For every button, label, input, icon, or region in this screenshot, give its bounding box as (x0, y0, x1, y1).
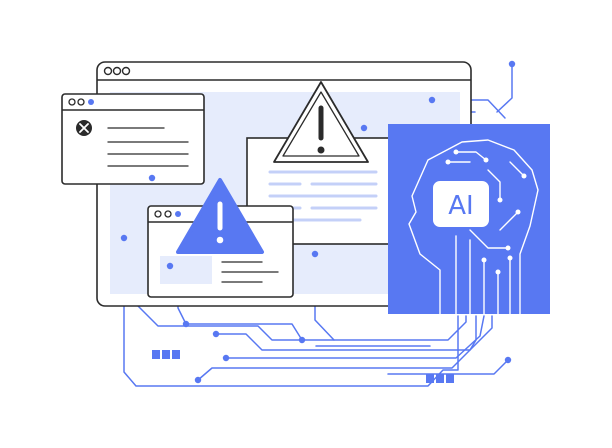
browser-dots-icon (103, 66, 131, 76)
error-popup-window (61, 93, 205, 185)
data-blocks (152, 350, 454, 383)
robot-head-icon (408, 139, 539, 315)
ai-chip (431, 179, 491, 229)
warning-triangle-icon (176, 178, 264, 254)
circuit-nodes (120, 60, 516, 384)
error-x-icon (76, 120, 92, 136)
ai-panel: AI (388, 124, 550, 315)
warning-triangle-outline-icon (273, 81, 369, 163)
ai-label: AI (448, 191, 473, 221)
